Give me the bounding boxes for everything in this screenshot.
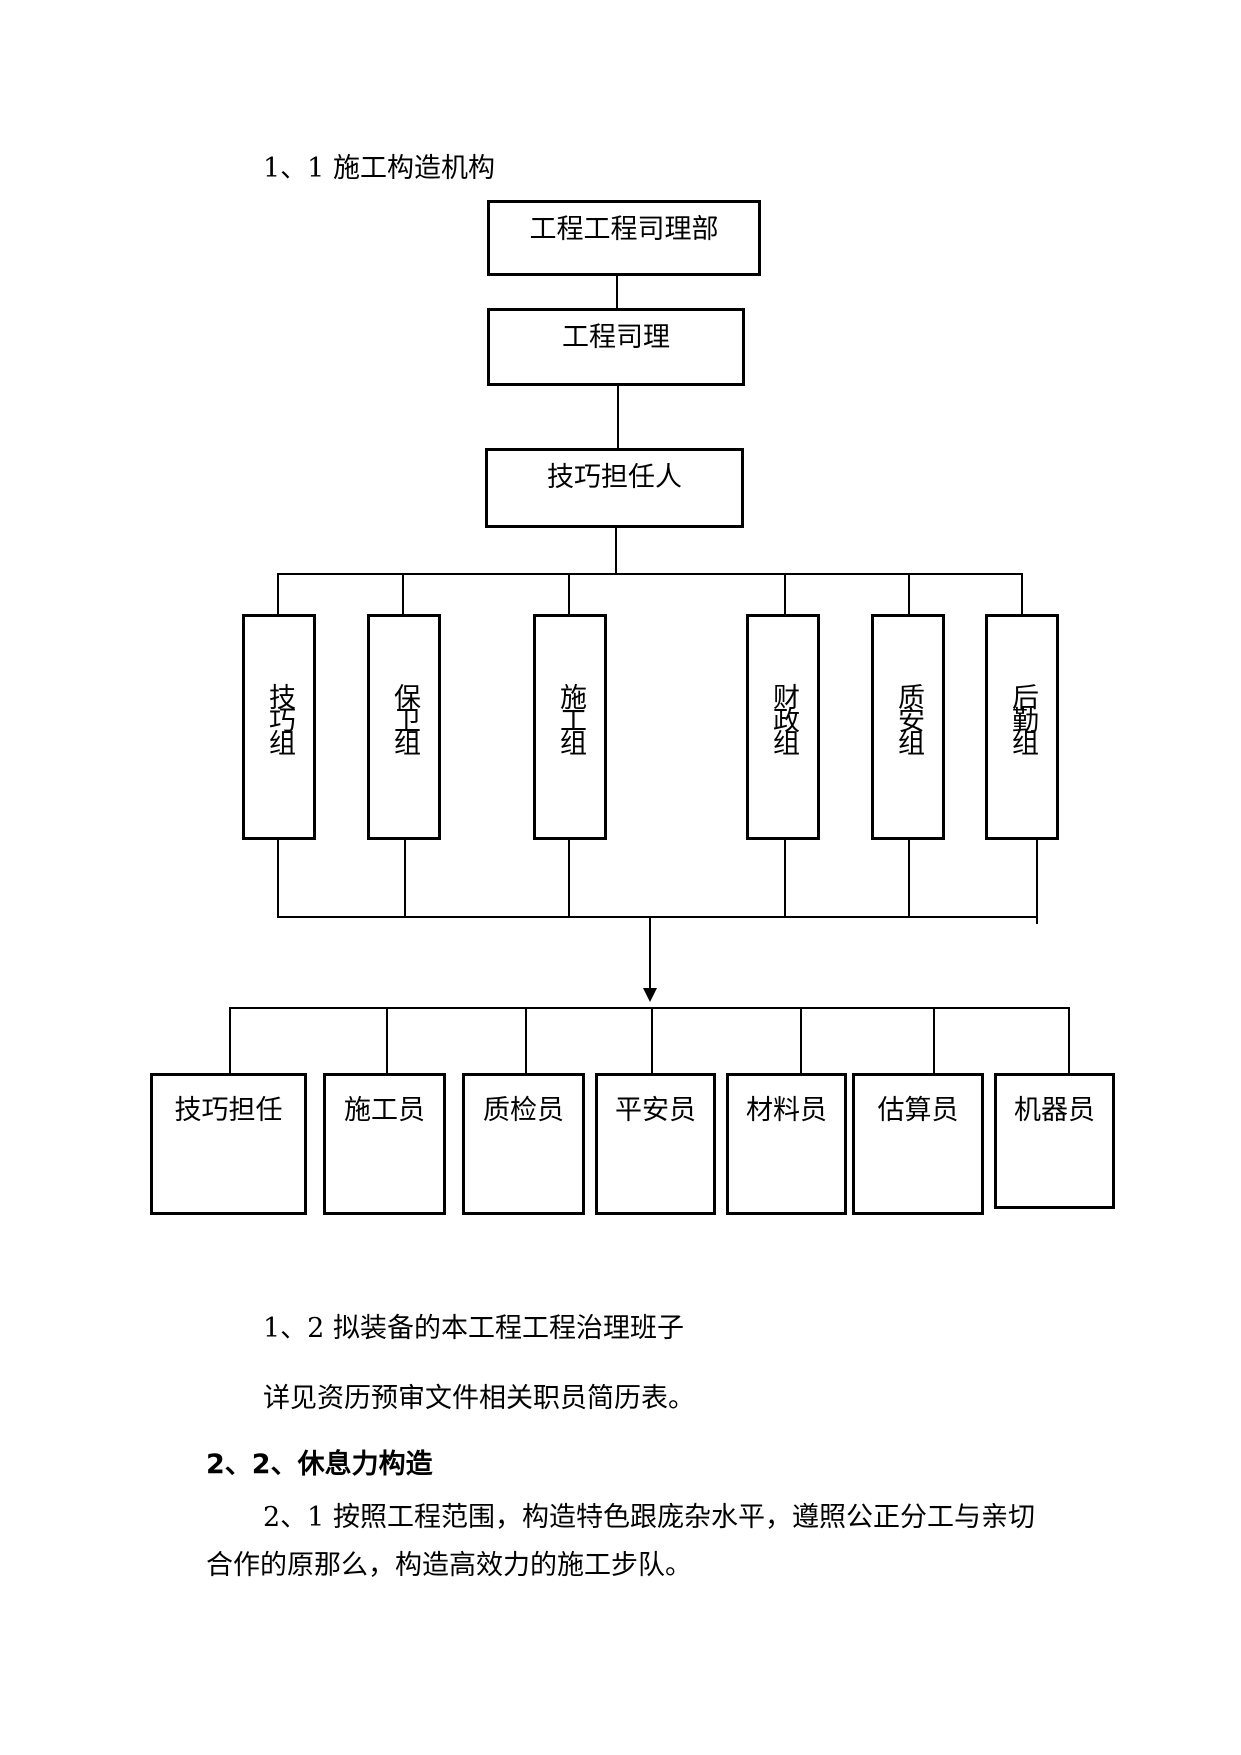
connector-line — [277, 840, 279, 918]
paragraph-2-1-line1: 2、1 按照工程范围，构造特色跟庞杂水平，遵照公正分工与亲切 — [263, 1502, 1035, 1533]
connector-line — [568, 573, 570, 615]
org-box-project-manager: 工程司理 — [487, 308, 745, 386]
paragraph-2-1-line2: 合作的原那么，构造高效力的施工步队。 — [206, 1550, 692, 1581]
staff-box-technical: 技巧担任 — [150, 1073, 307, 1215]
org-box-label: 工程司理 — [562, 322, 670, 353]
staff-label: 估算员 — [877, 1095, 959, 1126]
group-label: 施工组 — [555, 683, 586, 752]
group-box-quality-safety: 质安组 — [871, 614, 945, 840]
org-box-label: 技巧担任人 — [547, 462, 682, 493]
connector-line — [784, 573, 786, 615]
lower-bus-line — [277, 916, 1037, 918]
arrow-down-icon — [643, 988, 657, 1002]
group-box-logistics: 后勤组 — [985, 614, 1059, 840]
staff-box-estimator: 估算员 — [852, 1073, 984, 1215]
connector-line — [404, 840, 406, 918]
connector-line — [277, 573, 279, 615]
staff-bus-line — [229, 1007, 1069, 1009]
group-label: 保卫组 — [389, 683, 420, 752]
connector-line — [229, 1007, 231, 1073]
connector-line — [908, 840, 910, 918]
connector-line — [402, 573, 404, 615]
resume-paragraph: 详见资历预审文件相关职员简历表。 — [263, 1383, 695, 1414]
staff-box-quality-inspector: 质检员 — [462, 1073, 585, 1215]
connector-line — [525, 1007, 527, 1073]
org-box-label: 工程工程司理部 — [529, 214, 719, 245]
connector-line — [908, 573, 910, 615]
org-box-project-department: 工程工程司理部 — [487, 200, 761, 276]
group-label: 质安组 — [893, 683, 924, 752]
group-box-technical: 技巧组 — [242, 614, 316, 840]
connector-line — [1068, 1007, 1070, 1073]
connector-line — [1036, 840, 1038, 924]
staff-label: 质检员 — [483, 1095, 564, 1126]
staff-label: 材料员 — [746, 1095, 827, 1126]
section-title-1-1: 1、1 施工构造机构 — [263, 153, 495, 184]
group-box-finance: 财政组 — [746, 614, 820, 840]
connector-line — [933, 1007, 935, 1073]
staff-box-materials: 材料员 — [726, 1073, 847, 1215]
group-label: 财政组 — [768, 683, 799, 752]
heading-2-2: 2、2、休息力构造 — [206, 1449, 433, 1480]
group-bus-line — [277, 573, 1023, 575]
arrow-line — [649, 918, 651, 990]
section-title-1-2: 1、2 拟装备的本工程工程治理班子 — [263, 1313, 684, 1344]
connector-line — [615, 528, 617, 573]
connector-line — [568, 840, 570, 918]
staff-box-safety-officer: 平安员 — [595, 1073, 716, 1215]
connector-line — [1021, 573, 1023, 615]
staff-label: 机器员 — [1014, 1095, 1095, 1126]
connector-line — [800, 1007, 802, 1073]
org-box-technical-lead: 技巧担任人 — [485, 448, 744, 528]
group-label: 后勤组 — [1007, 683, 1038, 752]
connector-line — [386, 1007, 388, 1073]
staff-label: 技巧担任 — [174, 1095, 283, 1126]
staff-box-machinery: 机器员 — [994, 1073, 1115, 1209]
staff-box-constructor: 施工员 — [323, 1073, 446, 1215]
connector-line — [651, 1007, 653, 1073]
connector-line — [617, 386, 619, 448]
group-box-security: 保卫组 — [367, 614, 441, 840]
connector-line — [616, 276, 618, 308]
staff-label: 施工员 — [344, 1095, 425, 1126]
staff-label: 平安员 — [615, 1095, 696, 1126]
connector-line — [784, 840, 786, 918]
group-box-construction: 施工组 — [533, 614, 607, 840]
group-label: 技巧组 — [264, 683, 295, 752]
